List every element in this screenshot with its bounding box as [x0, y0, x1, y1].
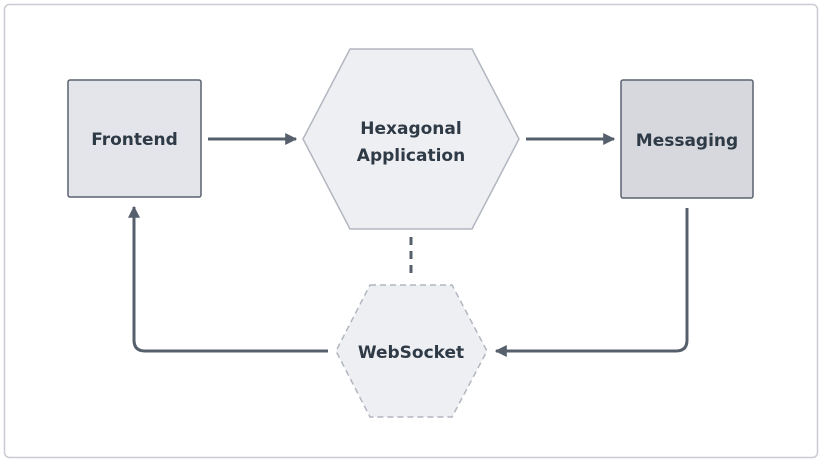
hexagonal-label-line1: Hexagonal [360, 119, 461, 139]
arrow-messaging-to-websocket [494, 208, 689, 357]
frontend-label: Frontend [91, 130, 178, 150]
diagram-frame [3, 3, 819, 459]
arrow-websocket-to-frontend [128, 205, 328, 353]
websocket-label: WebSocket [358, 343, 464, 363]
websocket-shape [335, 284, 488, 418]
hexagonal-application-node: Hexagonal Application [302, 48, 520, 230]
hexagonal-application-shape [302, 48, 520, 230]
websocket-node: WebSocket [335, 284, 488, 418]
hexagonal-label-line2: Application [357, 146, 465, 166]
messaging-node: Messaging [620, 79, 754, 199]
frontend-box [67, 79, 202, 198]
messaging-box [620, 79, 754, 199]
frontend-node: Frontend [67, 79, 202, 198]
messaging-label: Messaging [636, 131, 738, 151]
